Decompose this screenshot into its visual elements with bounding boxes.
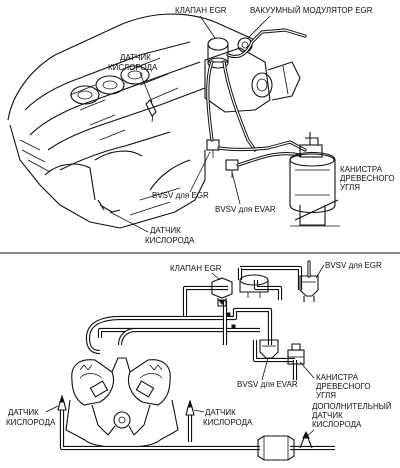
label-oxygen-sensor-top-l1: ДАТЧИК: [120, 53, 151, 62]
label-egr-valve-bottom: КЛАПАН EGR: [170, 264, 222, 273]
engine-block-top: [7, 13, 301, 229]
engine-bay-drawing: КЛАПАН EGR ВАКУУМНЫЙ МОДУЛЯТОР EGR ДАТЧИ…: [7, 6, 395, 245]
egr-modulator-bottom: [239, 274, 269, 298]
vacuum-lines-bottom: [85, 265, 303, 380]
label-egr-vacuum-modulator-top: ВАКУУМНЫЙ МОДУЛЯТОР EGR: [250, 6, 373, 15]
vacuum-hoses-top: [206, 28, 307, 167]
label-oxygen-sensor-right-l2: КИСЛОРОДА: [203, 418, 253, 427]
exhaust-pipe: [59, 410, 335, 461]
oxygen-sensor-extra: [299, 430, 313, 449]
charcoal-canister-top: [289, 132, 340, 227]
label-extra-sensor-l1: ДОПОЛНИТЕЛЬНЫЙ: [312, 402, 392, 411]
label-charcoal-canister-top-l3: УГЛЯ: [340, 183, 360, 192]
label-oxygen-sensor-bottom-l2: КИСЛОРОДА: [145, 236, 195, 245]
egr-valve-bottom: [211, 277, 233, 307]
label-bvsv-egr-top: BVSV для EGR: [152, 191, 209, 200]
bvsv-egr-bottom: [299, 260, 319, 302]
label-extra-sensor-l2: ДАТЧИК: [312, 411, 343, 420]
charcoal-canister-bottom: [287, 343, 305, 365]
label-oxygen-sensor-left-l1: ДАТЧИК: [8, 408, 39, 417]
label-oxygen-sensor-bottom-l1: ДАТЧИК: [150, 226, 181, 235]
label-extra-sensor-l3: КИСЛОРОДА: [312, 420, 362, 429]
label-charcoal-canister-bottom-l2: ДРЕВЕСНОГО: [316, 382, 371, 391]
label-oxygen-sensor-left-l2: КИСЛОРОДА: [6, 418, 56, 427]
label-egr-valve-top: КЛАПАН EGR: [175, 6, 227, 15]
label-charcoal-canister-top-l1: КАНИСТРА: [340, 165, 383, 174]
label-charcoal-canister-bottom-l3: УГЛЯ: [316, 391, 336, 400]
oxygen-sensor-left: [57, 394, 67, 411]
label-bvsv-egr-bottom: BVSV для EGR: [325, 261, 382, 270]
label-charcoal-canister-top-l2: ДРЕВЕСНОГО: [340, 174, 395, 183]
label-oxygen-sensor-right-l1: ДАТЧИК: [205, 408, 236, 417]
oxygen-sensor-right: [185, 399, 195, 416]
label-bvsv-evar-bottom: BVSV для EVAR: [237, 380, 298, 389]
label-charcoal-canister-bottom-l1: КАНИСТРА: [316, 373, 359, 382]
label-bvsv-evar-top: BVSV для EVAR: [215, 205, 276, 214]
engine-cylinders-bottom: [65, 357, 179, 449]
emission-schematic: КЛАПАН EGR BVSV для EGR BVSV для EVAR КА…: [6, 260, 392, 461]
label-oxygen-sensor-top-l2: КИСЛОРОДА: [108, 63, 158, 72]
bvsv-evar-bottom: [259, 339, 279, 359]
